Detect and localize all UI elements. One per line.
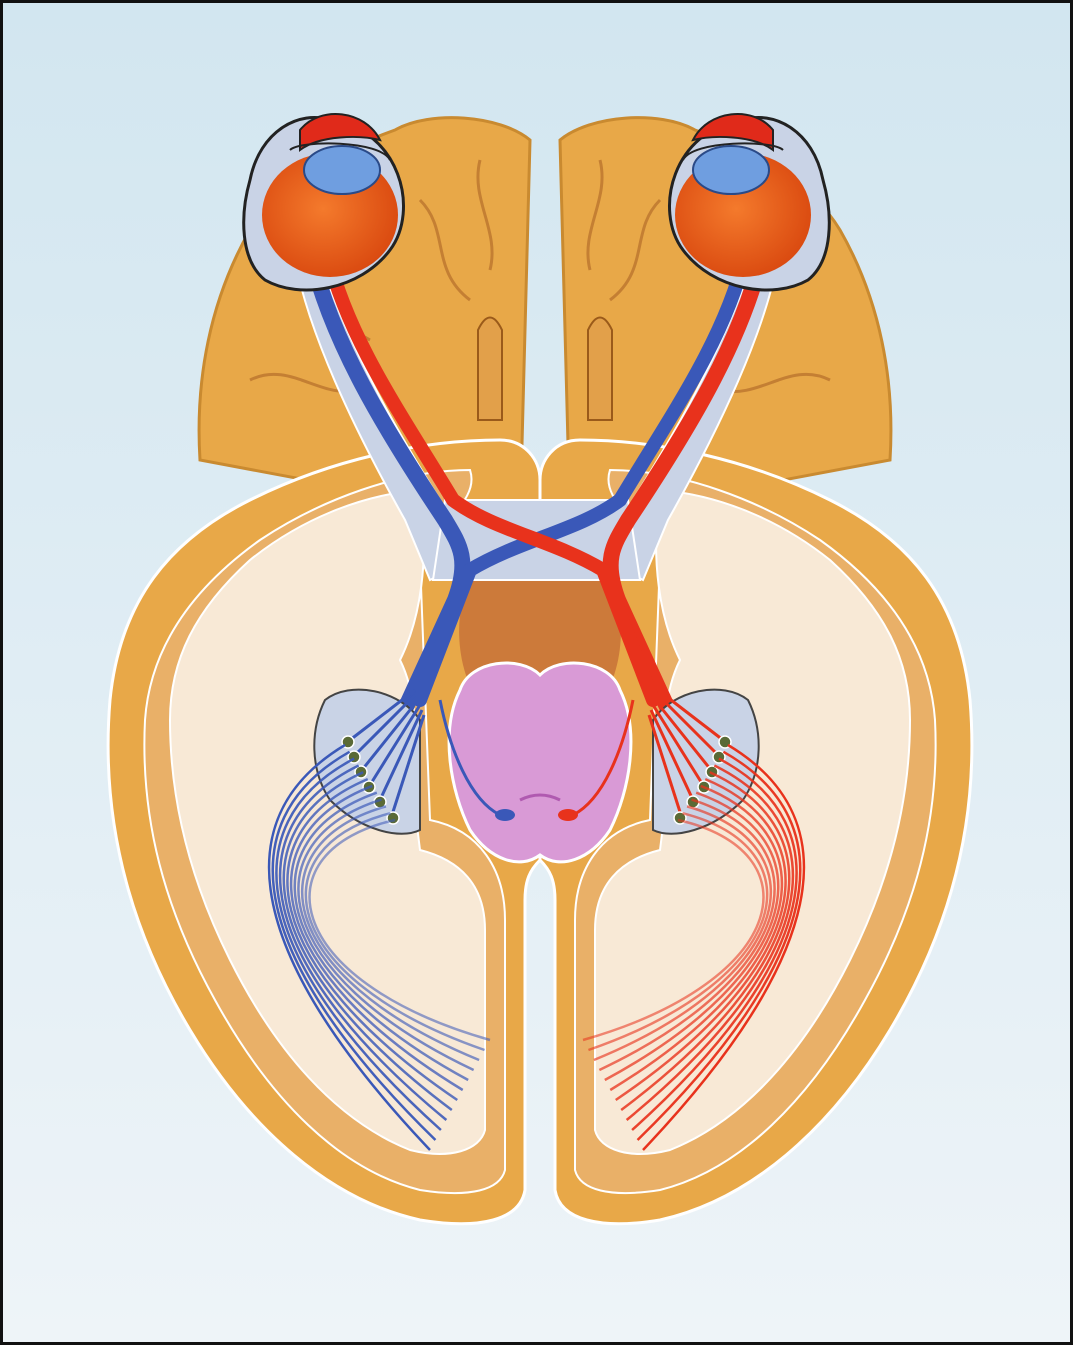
left-eye [244, 114, 404, 290]
right-olfactory-tract [588, 318, 612, 421]
left-iris [304, 146, 380, 194]
left-olfactory-tract [478, 318, 502, 421]
right-iris [693, 146, 769, 194]
left-colliculus-terminal [495, 809, 515, 821]
brainstem [449, 663, 631, 862]
right-colliculus-terminal [558, 809, 578, 821]
right-eye [670, 114, 830, 290]
